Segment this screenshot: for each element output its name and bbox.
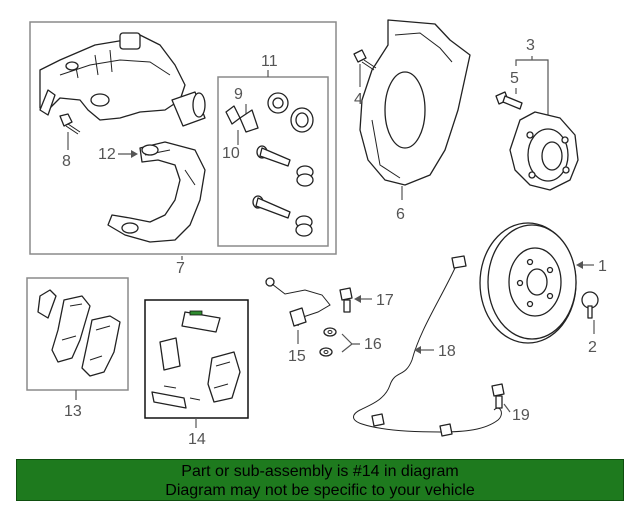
bolt-4[interactable] <box>353 49 377 71</box>
callout-1: 1 <box>598 258 607 275</box>
brake-rotor[interactable] <box>479 222 577 344</box>
washers-16[interactable] <box>319 327 337 357</box>
seal-rings[interactable] <box>267 92 314 133</box>
callout-11: 11 <box>261 53 278 70</box>
banner-line-2: Diagram may not be specific to your vehi… <box>165 482 475 499</box>
caliper-assembly-box <box>29 21 337 255</box>
pin-boot-lower[interactable] <box>295 215 313 237</box>
callout-6: 6 <box>396 206 405 223</box>
pad-set-box <box>26 277 129 391</box>
pad-set-group: 13 <box>26 277 129 420</box>
pad-spring-clip[interactable] <box>207 351 241 403</box>
guide-pin-upper[interactable] <box>256 145 291 167</box>
clip-left[interactable] <box>225 105 241 125</box>
pad-shim-left[interactable] <box>159 337 181 371</box>
callout-15: 15 <box>288 348 306 365</box>
callout-8: 8 <box>62 153 71 170</box>
hardware-kit-group: 11 9 10 <box>217 53 329 247</box>
caliper-piston[interactable] <box>171 91 206 127</box>
bolt-19[interactable] <box>491 383 505 409</box>
brake-hose[interactable] <box>265 277 331 327</box>
pad-hardware-kit-group[interactable]: 14 <box>144 299 249 448</box>
callout-7: 7 <box>176 260 185 277</box>
banjo-bolt-17[interactable] <box>339 287 353 313</box>
wheel-hub-bearing[interactable] <box>509 111 579 191</box>
bolt-8[interactable] <box>59 113 81 135</box>
hub-bolt-5[interactable] <box>495 91 523 110</box>
callout-9: 9 <box>234 86 243 103</box>
banner-line-1: Part or sub-assembly is #14 in diagram <box>181 463 459 480</box>
brake-pad-outer[interactable] <box>81 315 121 377</box>
callout-17: 17 <box>376 292 394 309</box>
caliper-bracket[interactable] <box>107 141 206 243</box>
pad-shim-upper[interactable] <box>181 311 221 333</box>
leader-3 <box>515 56 549 118</box>
abs-sensor-harness[interactable] <box>353 255 502 437</box>
rotor-screw-2[interactable] <box>581 291 599 319</box>
brake-pad-inner[interactable] <box>51 295 91 363</box>
pin-boot-upper[interactable] <box>296 165 314 187</box>
callout-3: 3 <box>526 37 535 54</box>
callout-12: 12 <box>98 146 116 163</box>
leader-16 <box>341 333 360 353</box>
leader-19 <box>503 403 511 413</box>
callout-10: 10 <box>222 145 240 162</box>
callout-14: 14 <box>188 431 206 448</box>
callout-5: 5 <box>510 70 519 87</box>
callout-4: 4 <box>354 91 363 108</box>
part-info-banner: Part or sub-assembly is #14 in diagram D… <box>16 459 624 501</box>
pad-shim-small[interactable] <box>37 289 57 319</box>
hardware-kit-box <box>217 76 329 247</box>
pad-shim-lower[interactable] <box>151 391 187 409</box>
caliper-assembly-group: 8 12 7 <box>29 21 337 277</box>
parts-diagram: 8 12 7 11 9 10 <box>26 19 607 448</box>
shim-tab-green <box>189 310 203 316</box>
callout-16: 16 <box>364 336 382 353</box>
callout-18: 18 <box>438 343 456 360</box>
splash-shield[interactable] <box>359 19 471 186</box>
clip-right[interactable] <box>239 109 259 133</box>
callout-13: 13 <box>64 403 82 420</box>
callout-19: 19 <box>512 407 530 424</box>
caliper-housing[interactable] <box>39 32 186 121</box>
guide-pin-lower[interactable] <box>252 195 291 219</box>
callout-2: 2 <box>588 339 597 356</box>
